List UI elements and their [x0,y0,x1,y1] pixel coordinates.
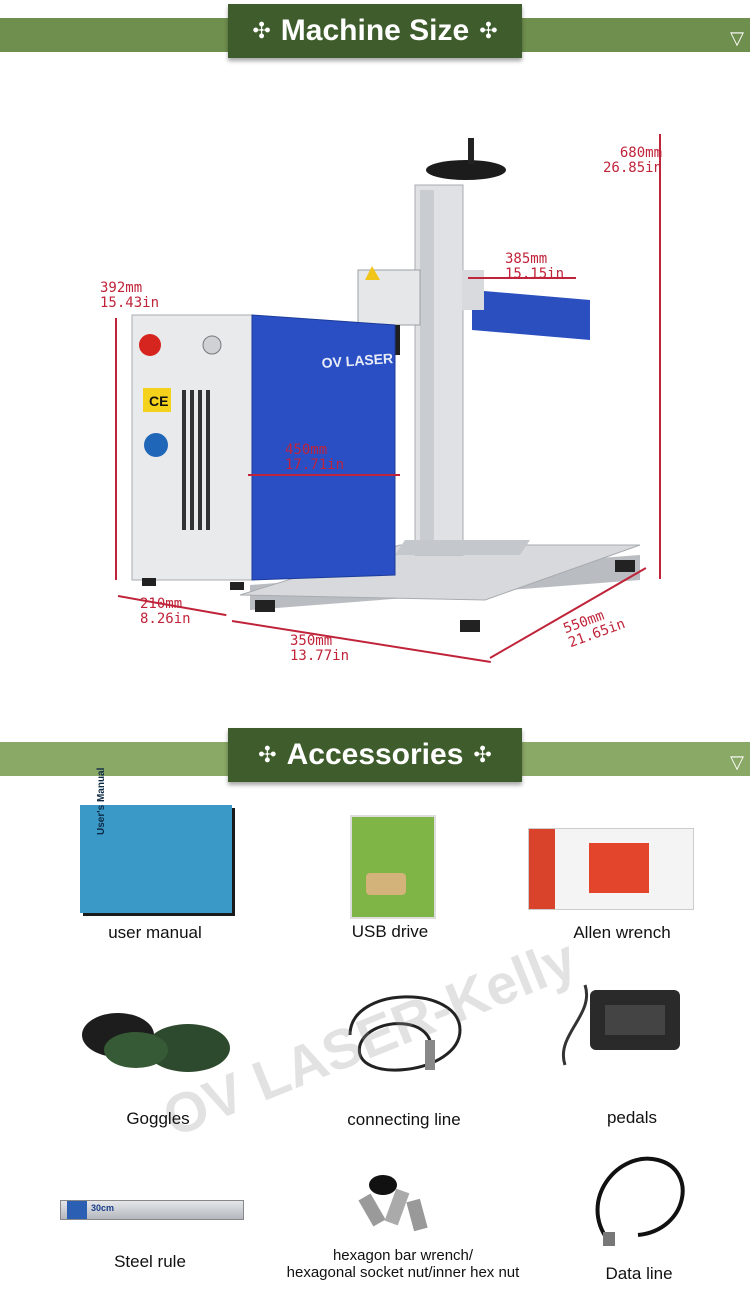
blue-arm [472,290,590,340]
accessories-banner: ✣ Accessories ✣ ▽ [0,728,750,784]
dim-line-height-total [659,134,661,579]
triangle-down-icon: ▽ [730,752,744,772]
arm-joint [462,270,484,310]
caution-icon [365,266,380,280]
foot [142,578,156,586]
ornament-icon: ✣ [479,18,498,43]
machine-size-banner: ✣ Machine Size ✣ ▽ [0,4,750,60]
banner-tab: ✣ Accessories ✣ [228,728,522,782]
allen-wrench-image [528,828,694,910]
accessory-label-allen-wrench: Allen wrench [573,923,671,942]
handwheel-handle [468,138,474,164]
ce-mark [143,388,171,412]
dim-line-height-unit [115,318,117,580]
connecting-line-image [348,995,462,1072]
wrench-set [589,843,649,893]
column-rail [420,190,434,550]
steel-rule-image: 30cm [60,1200,244,1220]
manual-title: User's Manual [96,767,107,835]
accessory-label-user-manual: user manual [108,923,202,942]
accessory-label-usb-drive: USB drive [351,922,429,941]
laser-machine-illustration: CE OV LASER [131,138,641,632]
accessory-label-data-line: Data line [605,1264,673,1283]
foot [615,560,635,572]
column-foot [395,540,530,555]
foot [255,600,275,612]
ornament-icon: ✣ [258,742,277,767]
triangle-down-icon: ▽ [730,28,744,48]
source-unit-side [251,314,396,581]
package-strip [529,829,555,909]
accessory-label-goggles: Goggles [126,1109,190,1128]
accessory-label-steel-rule: Steel rule [114,1252,186,1271]
ruler-text: 30cm [91,1203,115,1213]
foot [230,582,244,590]
ruler-badge [67,1201,87,1219]
goggles-image [82,1013,230,1072]
dim-line-unit-width [248,474,400,476]
safety-sign [144,433,168,457]
vent-slots [182,390,210,530]
emergency-stop [139,334,161,356]
ornament-icon: ✣ [473,742,492,767]
svg-text:CE: CE [149,393,168,409]
data-line-image [595,1156,685,1246]
accessory-label-connecting-line: connecting line [347,1110,461,1129]
hex-nuts-image [358,1175,428,1232]
section-title-machine-size: Machine Size [280,14,470,47]
usb-drive-image [350,815,436,919]
banner-tab: ✣ Machine Size ✣ [228,4,522,58]
user-manual-image: User's Manual [80,768,232,913]
section-title-accessories: Accessories [286,738,464,771]
foot [460,620,480,632]
handwheel [426,160,506,180]
brand-text: OV LASER [321,350,394,371]
usb-stick [366,873,406,895]
knob [202,335,222,355]
ornament-icon: ✣ [252,18,271,43]
accessory-label-pedals: pedals [606,1108,658,1127]
dim-line-arm [468,277,576,279]
accessory-label-hex-nuts: hexagon bar wrench/ hexagonal socket nut… [286,1247,520,1281]
pedals-image [561,984,680,1066]
